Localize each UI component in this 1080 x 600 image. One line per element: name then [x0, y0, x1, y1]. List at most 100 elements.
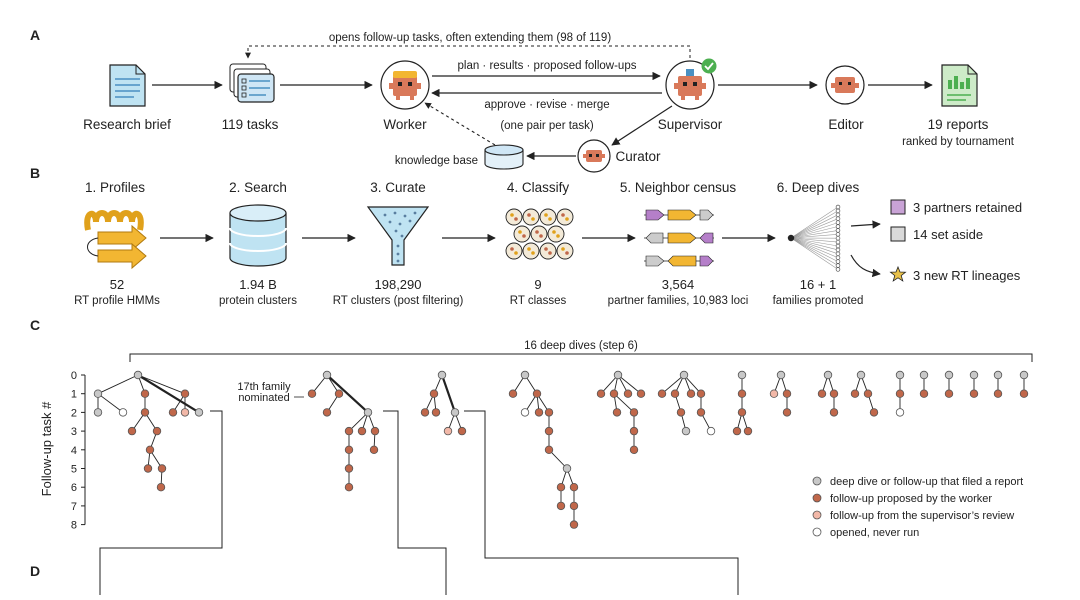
fan-family-dot [836, 256, 840, 260]
step-3-number: 198,290 [375, 277, 422, 292]
worker-followup-node [432, 409, 440, 417]
panel-letter-a: A [30, 27, 40, 43]
fan-family-dot [836, 260, 840, 264]
worker-followup-node [1020, 390, 1028, 398]
task-tree [896, 371, 904, 416]
loop-label: opens follow-up tasks, often extending t… [329, 32, 612, 44]
worker-followup-node [421, 409, 429, 417]
new-lineages-label: 3 new RT lineages [913, 268, 1021, 283]
forward-label: plan · results · proposed follow-ups [458, 60, 637, 72]
back-label: approve · revise · merge [484, 99, 609, 111]
reports-label: 19 reports [928, 117, 989, 132]
curator-icon [578, 140, 610, 172]
fan-family-dot [836, 213, 840, 217]
editor-icon [826, 66, 864, 104]
worker-followup-node [738, 409, 746, 417]
report-node [738, 371, 746, 379]
step-5-number: 3,564 [662, 277, 695, 292]
worker-followup-node [557, 483, 565, 491]
worker-followup-node [146, 446, 154, 454]
worker-followup-node [570, 521, 578, 529]
worker-followup-node [141, 390, 149, 398]
legend-never-run-swatch [813, 528, 821, 536]
step-3-desc: RT clusters (post filtering) [333, 295, 464, 307]
y-axis-tick-label: 2 [71, 407, 77, 419]
worker-followup-node [158, 465, 166, 473]
worker-followup-node [597, 390, 605, 398]
task-tree [733, 371, 752, 435]
step-1-number: 52 [110, 277, 124, 292]
panel-letter-d: D [30, 563, 40, 579]
partners-retained-label: 3 partners retained [913, 200, 1022, 215]
tree-edge [98, 394, 123, 413]
fan-family-dot [836, 217, 840, 221]
worker-followup-node [181, 390, 189, 398]
fan-family-dot [836, 268, 840, 272]
worker-label: Worker [383, 117, 427, 132]
legend-report-label: deep dive or follow-up that filed a repo… [830, 476, 1023, 488]
y-axis-label: Follow-up task # [39, 401, 54, 496]
fan-family-dot [836, 244, 840, 248]
step-4-number: 9 [534, 277, 541, 292]
report-node [94, 390, 102, 398]
worker-followup-node [738, 390, 746, 398]
worker-followup-node [345, 427, 353, 435]
worker-followup-node [335, 390, 343, 398]
panel-b: 1. Profiles 2. Search 3. Curate 4. Class… [74, 180, 1022, 307]
fan-family-dot [836, 205, 840, 209]
knowledge-base-icon [485, 145, 523, 169]
worker-followup-node [610, 390, 618, 398]
legend-worker-label: follow-up proposed by the worker [830, 493, 992, 505]
worker-followup-node [535, 409, 543, 417]
worker-followup-node [153, 427, 161, 435]
worker-followup-node [744, 427, 752, 435]
worker-followup-node [570, 483, 578, 491]
panel-letter-b: B [30, 165, 40, 181]
check-icon [702, 59, 717, 74]
fan-family-dot [836, 225, 840, 229]
database-icon [230, 205, 286, 266]
worker-followup-node [358, 427, 366, 435]
supervisor-followup-node [181, 409, 189, 417]
fan-line [791, 207, 838, 238]
worker-followup-node [545, 409, 553, 417]
fan-family-dot [836, 252, 840, 256]
never-run-node [707, 427, 715, 435]
worker-followup-node [830, 390, 838, 398]
worker-followup-node [851, 390, 859, 398]
pair-note: (one pair per task) [500, 120, 593, 132]
fan-line [791, 238, 838, 269]
worker-followup-node [509, 390, 517, 398]
report-node [94, 409, 102, 417]
clusters-icon [506, 209, 573, 259]
task-tree [970, 371, 978, 397]
worker-followup-node [345, 465, 353, 473]
connector-tree2-to-d [383, 411, 446, 595]
panel-a: opens follow-up tasks, often extending t… [83, 32, 1015, 172]
report-node [451, 409, 459, 417]
report-document-icon [942, 65, 977, 106]
worker-followup-node [613, 409, 621, 417]
y-axis-tick-label: 4 [71, 445, 77, 457]
worker-followup-node [533, 390, 541, 398]
worker-followup-node [370, 446, 378, 454]
report-node [824, 371, 832, 379]
worker-followup-node [430, 390, 438, 398]
step-3-title: 3. Curate [370, 180, 426, 195]
task-tree [994, 371, 1002, 397]
set-aside-swatch [891, 227, 905, 241]
report-node [857, 371, 865, 379]
worker-followup-node [323, 409, 331, 417]
fan-family-dot [836, 240, 840, 244]
seventeenth-family-label-line2: nominated [238, 392, 289, 404]
set-aside-label: 14 set aside [913, 227, 983, 242]
arrow-to-new-lineages [851, 255, 880, 274]
fan-family-dot [836, 221, 840, 225]
connector-tree3-to-d [464, 411, 738, 595]
task-tree [1020, 371, 1028, 397]
report-node [195, 409, 203, 417]
never-run-node [521, 409, 529, 417]
fan-family-dot [836, 248, 840, 252]
